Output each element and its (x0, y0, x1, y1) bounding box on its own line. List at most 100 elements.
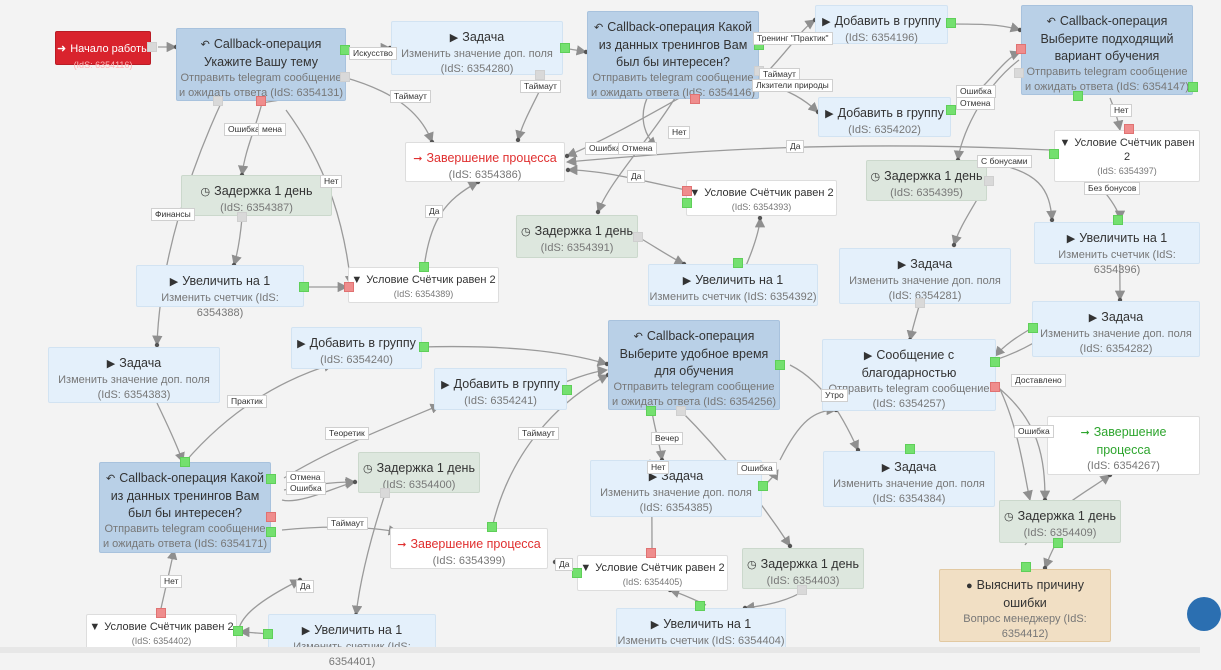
output-port[interactable] (266, 512, 276, 522)
callback-node-time[interactable]: ↶Callback-операция Выберите удобное врем… (608, 320, 780, 410)
increment-node-6354388[interactable]: ▶Увеличить на 1 Изменить счетчик (IdS: 6… (136, 265, 304, 319)
output-port[interactable] (266, 474, 276, 484)
output-port[interactable] (213, 96, 223, 106)
output-port[interactable] (1124, 124, 1134, 134)
manager-node-6354412[interactable]: ●Выяснить причину ошибки Вопрос менеджер… (939, 569, 1111, 642)
output-port[interactable] (646, 548, 656, 558)
output-port[interactable] (1014, 68, 1024, 78)
condition-node-6354393[interactable]: ▼Условие Счётчик равен 2 (IdS: 6354393) (686, 180, 837, 216)
output-port[interactable] (1113, 215, 1123, 225)
task-node-6354282[interactable]: ▶Задача Изменить значение доп. поля (IdS… (1032, 301, 1200, 357)
output-port[interactable] (233, 626, 243, 636)
output-port[interactable] (180, 457, 190, 467)
message-node-6354257[interactable]: ▶Сообщение с благодарностью Отправить te… (822, 339, 996, 411)
output-port[interactable] (419, 342, 429, 352)
output-port[interactable] (990, 382, 1000, 392)
output-port[interactable] (340, 72, 350, 82)
delay-node-6354400[interactable]: ◷Задержка 1 день (IdS: 6354400) (358, 452, 480, 493)
condition-node-6354389[interactable]: ▼Условие Счётчик равен 2 (IdS: 6354389) (348, 267, 499, 303)
output-port[interactable] (646, 406, 656, 416)
output-port[interactable] (946, 18, 956, 28)
output-port[interactable] (733, 258, 743, 268)
connection-layer (152, 17, 1126, 638)
node-title: Callback-операция Выберите удобное время… (619, 329, 769, 378)
delay-node-6354409[interactable]: ◷Задержка 1 день (IdS: 6354409) (999, 500, 1121, 543)
increment-node-6354392[interactable]: ▶Увеличить на 1 Изменить счетчик (IdS: 6… (648, 264, 818, 306)
output-port[interactable] (1016, 44, 1026, 54)
floating-action-button[interactable] (1187, 597, 1221, 631)
task-node-6354281[interactable]: ▶Задача Изменить значение доп. поля (IdS… (839, 248, 1011, 304)
output-port[interactable] (299, 282, 309, 292)
filter-icon: ▼ (689, 187, 701, 199)
condition-node-6354405[interactable]: ▼Условие Счётчик равен 2 (IdS: 6354405) (577, 555, 728, 591)
output-port[interactable] (1049, 149, 1059, 159)
output-port[interactable] (905, 444, 915, 454)
output-port[interactable] (797, 585, 807, 595)
output-port[interactable] (1028, 323, 1038, 333)
output-port[interactable] (758, 481, 768, 491)
group-node-6354240[interactable]: ▶Добавить в группу (IdS: 6354240) (291, 327, 422, 369)
callback-node-trainings-bottom[interactable]: ↶Callback-операция Какой из данных трени… (99, 462, 271, 553)
output-port[interactable] (984, 176, 994, 186)
condition-node-6354397[interactable]: ▼Условие Счётчик равен 2 (IdS: 6354397) (1054, 130, 1200, 182)
output-port[interactable] (676, 406, 686, 416)
output-port[interactable] (237, 212, 247, 222)
group-node-6354202[interactable]: ▶Добавить в группу (IdS: 6354202) (818, 97, 951, 137)
play-icon: ▶ (449, 32, 459, 44)
task-node-6354385[interactable]: ▶Задача Изменить значение доп. поля (IdS… (590, 460, 762, 517)
output-port[interactable] (562, 385, 572, 395)
edge (947, 22, 1021, 33)
delay-node-6354403[interactable]: ◷Задержка 1 день (IdS: 6354403) (742, 548, 864, 589)
node-title: Добавить в группу (837, 106, 944, 120)
group-node-6354196[interactable]: ▶Добавить в группу (IdS: 6354196) (815, 5, 948, 44)
group-node-6354241[interactable]: ▶Добавить в группу (IdS: 6354241) (434, 368, 567, 410)
horizontal-scrollbar[interactable] (0, 647, 1200, 653)
output-port[interactable] (266, 527, 276, 537)
output-port[interactable] (633, 232, 643, 242)
output-port[interactable] (775, 360, 785, 370)
callback-node-trainings-top[interactable]: ↶Callback-операция Какой из данных трени… (587, 11, 759, 99)
output-port[interactable] (1021, 562, 1031, 572)
end-node-6354267[interactable]: ➞Завершение процесса (IdS: 6354267) (1047, 416, 1200, 475)
node-subtitle: Вопрос менеджеру (IdS: 6354412) (963, 613, 1087, 640)
output-port[interactable] (572, 568, 582, 578)
output-port[interactable] (1073, 91, 1083, 101)
output-port[interactable] (156, 608, 166, 618)
output-port[interactable] (1188, 82, 1198, 92)
edge (231, 217, 243, 266)
output-port[interactable] (487, 522, 497, 532)
output-port[interactable] (915, 298, 925, 308)
output-port[interactable] (263, 629, 273, 639)
output-port[interactable] (690, 94, 700, 104)
start-node[interactable]: ➜Начало работы (IdS: 6354116) (55, 31, 151, 70)
output-port[interactable] (147, 42, 157, 52)
edge-label: Да (627, 170, 646, 183)
output-port[interactable] (682, 186, 692, 196)
task-node-6354383[interactable]: ▶Задача Изменить значение доп. поля (IdS… (48, 347, 220, 403)
edge (984, 161, 1057, 222)
output-port[interactable] (419, 262, 429, 272)
output-port[interactable] (535, 70, 545, 80)
callback-node-variant[interactable]: ↶Callback-операция Выберите подходящий в… (1021, 5, 1193, 95)
output-port[interactable] (344, 282, 354, 292)
output-port[interactable] (990, 357, 1000, 367)
end-node-6354399[interactable]: ➞Завершение процесса (IdS: 6354399) (390, 528, 548, 569)
output-port[interactable] (682, 198, 692, 208)
output-port[interactable] (1053, 538, 1063, 548)
output-port[interactable] (946, 105, 956, 115)
output-port[interactable] (695, 601, 705, 611)
output-port[interactable] (380, 488, 390, 498)
task-node-6354280[interactable]: ▶Задача Изменить значение доп. поля (IdS… (391, 21, 563, 75)
condition-node-6354402[interactable]: ▼Условие Счётчик равен 2 (IdS: 6354402) (86, 614, 237, 650)
callback-node-theme[interactable]: ↶Callback-операция Укажите Вашу тему Отп… (176, 28, 346, 101)
end-node-6354386[interactable]: ➞Завершение процесса (IdS: 6354386) (405, 142, 565, 182)
output-port[interactable] (256, 96, 266, 106)
delay-node-6354395[interactable]: ◷Задержка 1 день (IdS: 6354395) (866, 160, 987, 201)
output-port[interactable] (560, 43, 570, 53)
increment-node-6354396[interactable]: ▶Увеличить на 1 Изменить счетчик (IdS: 6… (1034, 222, 1200, 276)
delay-node-6354391[interactable]: ◷Задержка 1 день (IdS: 6354391) (516, 215, 638, 258)
delay-node-6354387[interactable]: ◷Задержка 1 день (IdS: 6354387) (181, 175, 332, 216)
task-node-6354384[interactable]: ▶Задача Изменить значение доп. поля (IdS… (823, 451, 995, 507)
increment-node-6354404[interactable]: ▶Увеличить на 1 Изменить счетчик (IdS: 6… (616, 608, 786, 650)
